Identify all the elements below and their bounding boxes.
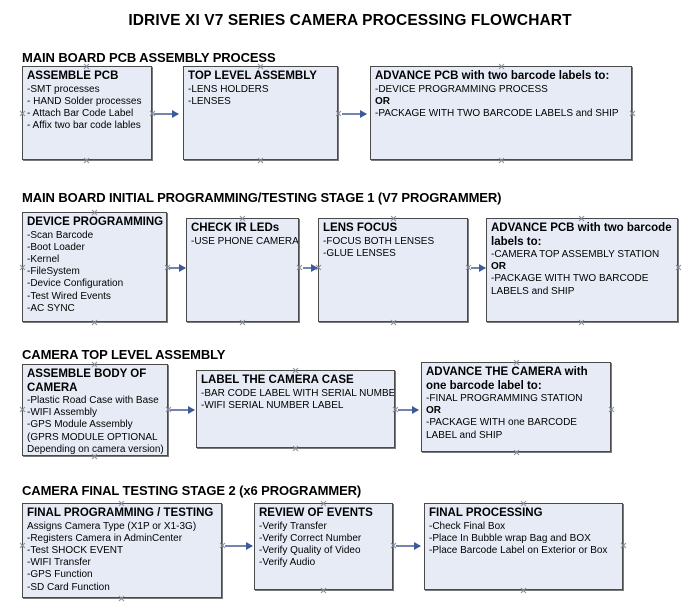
box-lens-focus-content: LENS FOCUS -FOCUS BOTH LENSES -GLUE LENS… xyxy=(319,219,467,262)
box-title: FINAL PROGRAMMING / TESTING xyxy=(27,507,214,519)
box-line: -SMT processes xyxy=(27,83,100,95)
box-lens-focus[interactable]: LENS FOCUS -FOCUS BOTH LENSES -GLUE LENS… xyxy=(318,218,468,322)
box-check-ir-leds[interactable]: CHECK IR LEDs -USE PHONE CAMERA xyxy=(186,218,299,322)
box-line: -Plastic Road Case with Base xyxy=(27,395,159,406)
box-final-processing[interactable]: FINAL PROCESSING -Check Final Box -Place… xyxy=(424,503,623,590)
connector-arrow xyxy=(225,542,253,550)
connector-arrow xyxy=(471,264,486,272)
box-line: -SD Card Function xyxy=(27,581,110,593)
box-advance-pcb-1[interactable]: ADVANCE PCB with two barcode labels to: … xyxy=(370,66,632,160)
box-line: OR xyxy=(491,261,506,273)
box-label-the-camera-case[interactable]: LABEL THE CAMERA CASE -BAR CODE LABEL WI… xyxy=(196,370,395,448)
box-line: -Kernel xyxy=(27,253,60,265)
box-line: -CAMERA TOP ASSEMBLY STATION xyxy=(491,249,660,260)
page-title: IDRIVE XI V7 SERIES CAMERA PROCESSING FL… xyxy=(128,12,572,29)
box-title: TOP LEVEL ASSEMBLY xyxy=(188,70,317,82)
box-line: -DEVICE PROGRAMMING PROCESS xyxy=(375,83,548,95)
box-line: -LENS HOLDERS xyxy=(188,83,269,95)
box-final-programming-testing-content: FINAL PROGRAMMING / TESTING Assigns Came… xyxy=(23,504,221,596)
box-line: -PACKAGE WITH TWO BARCODE LABELS and SHI… xyxy=(491,273,649,297)
section-heading-camera-final-testing: CAMERA FINAL TESTING STAGE 2 (x6 PROGRAM… xyxy=(22,483,362,498)
box-line: -GPS Module Assembly xyxy=(27,419,133,431)
connector-arrow xyxy=(303,264,318,272)
box-line: -FileSystem xyxy=(27,266,80,278)
box-top-level-assembly[interactable]: TOP LEVEL ASSEMBLY -LENS HOLDERS -LENSES xyxy=(183,66,338,160)
box-line: -BAR CODE LABEL WITH SERIAL NUMBER xyxy=(201,387,395,399)
section-heading-camera-top-level-assembly: CAMERA TOP LEVEL ASSEMBLY xyxy=(22,347,226,362)
box-line: -PACKAGE WITH one BARCODE LABEL and SHIP xyxy=(426,417,577,441)
box-line: -Boot Loader xyxy=(27,241,85,253)
box-title: FINAL PROCESSING xyxy=(429,507,543,519)
box-line: -GPS Function xyxy=(27,569,93,581)
box-title: REVIEW OF EVENTS xyxy=(259,507,373,519)
box-line: -FOCUS BOTH LENSES xyxy=(323,235,435,247)
box-line: (GPRS MODULE OPTIONAL xyxy=(27,431,158,443)
connector-arrow xyxy=(398,406,419,414)
box-line: - Attach Bar Code Label xyxy=(27,107,134,119)
box-title: ADVANCE PCB with two barcode labels to: xyxy=(375,70,610,82)
box-advance-pcb-1-content: ADVANCE PCB with two barcode labels to: … xyxy=(371,67,631,122)
box-line: -Check Final Box xyxy=(429,520,506,532)
box-line: - HAND Solder processes xyxy=(27,95,142,107)
box-line: -AC SYNC xyxy=(27,302,75,314)
box-advance-the-camera[interactable]: ADVANCE THE CAMERA with one barcode labe… xyxy=(421,362,611,452)
box-line: -FINAL PROGRAMMING STATION xyxy=(426,393,583,404)
box-line: -Verify Audio xyxy=(259,557,316,569)
box-assemble-body-of-camera[interactable]: ASSEMBLE BODY OF CAMERA -Plastic Road Ca… xyxy=(22,364,168,456)
box-advance-pcb-2[interactable]: ADVANCE PCB with two barcode labels to: … xyxy=(486,218,678,322)
box-line: -USE PHONE CAMERA xyxy=(191,235,299,247)
box-advance-pcb-2-content: ADVANCE PCB with two barcode labels to: … xyxy=(487,219,677,300)
box-line: Depending on camera version) xyxy=(27,443,164,455)
connector-arrow xyxy=(169,264,186,272)
box-line: -Test Wired Events xyxy=(27,290,111,302)
box-advance-the-camera-content: ADVANCE THE CAMERA with one barcode labe… xyxy=(422,363,610,444)
box-title: ADVANCE THE CAMERA with one barcode labe… xyxy=(426,366,588,392)
connector-arrow xyxy=(170,406,195,414)
box-title: LABEL THE CAMERA CASE xyxy=(201,374,354,386)
box-line: -Scan Barcode xyxy=(27,229,94,241)
box-device-programming[interactable]: DEVICE PROGRAMMING -Scan Barcode -Boot L… xyxy=(22,212,167,322)
box-line: -WIFI SERIAL NUMBER LABEL xyxy=(201,399,344,411)
box-line: -WIFI Assembly xyxy=(27,407,98,419)
connector-arrow xyxy=(396,542,421,550)
box-assemble-pcb[interactable]: ASSEMBLE PCB -SMT processes - HAND Solde… xyxy=(22,66,152,160)
box-title: ASSEMBLE BODY OF CAMERA xyxy=(27,368,147,394)
box-line: -Verify Transfer xyxy=(259,520,327,532)
box-line: -Verify Quality of Video xyxy=(259,544,361,556)
box-line: OR xyxy=(375,95,390,107)
box-final-programming-testing[interactable]: FINAL PROGRAMMING / TESTING Assigns Came… xyxy=(22,503,222,598)
box-title: ADVANCE PCB with two barcode labels to: xyxy=(491,222,672,248)
box-line: -Test SHOCK EVENT xyxy=(27,544,124,556)
box-review-of-events[interactable]: REVIEW OF EVENTS -Verify Transfer -Verif… xyxy=(254,503,393,590)
box-line: -Place Barcode Label on Exterior or Box xyxy=(429,544,608,556)
box-line: -LENSES xyxy=(188,95,231,107)
box-top-level-assembly-content: TOP LEVEL ASSEMBLY -LENS HOLDERS -LENSES xyxy=(184,67,337,110)
box-review-of-events-content: REVIEW OF EVENTS -Verify Transfer -Verif… xyxy=(255,504,392,571)
box-line: -Registers Camera in AdminCenter xyxy=(27,532,183,544)
box-device-programming-content: DEVICE PROGRAMMING -Scan Barcode -Boot L… xyxy=(23,213,166,317)
connector-arrow xyxy=(154,110,179,118)
connector-arrow xyxy=(342,110,367,118)
section-heading-main-board-initial-programming: MAIN BOARD INITIAL PROGRAMMING/TESTING S… xyxy=(22,190,502,205)
box-line: OR xyxy=(426,405,441,417)
box-title: LENS FOCUS xyxy=(323,222,398,234)
box-title: CHECK IR LEDs xyxy=(191,222,280,234)
box-title: DEVICE PROGRAMMING xyxy=(27,216,164,228)
box-line: -Place In Bubble wrap Bag and BOX xyxy=(429,532,591,544)
box-final-processing-content: FINAL PROCESSING -Check Final Box -Place… xyxy=(425,504,622,559)
box-assemble-pcb-content: ASSEMBLE PCB -SMT processes - HAND Solde… xyxy=(23,67,151,134)
box-line: -Device Configuration xyxy=(27,278,124,290)
box-assemble-body-of-camera-content: ASSEMBLE BODY OF CAMERA -Plastic Road Ca… xyxy=(23,365,167,455)
box-label-the-camera-case-content: LABEL THE CAMERA CASE -BAR CODE LABEL WI… xyxy=(197,371,394,414)
box-line: - Affix two bar code lables xyxy=(27,120,141,132)
box-line: -GLUE LENSES xyxy=(323,247,396,259)
box-line: Assigns Camera Type (X1P or X1-3G) xyxy=(27,520,197,532)
box-title: ASSEMBLE PCB xyxy=(27,70,119,82)
box-check-ir-leds-content: CHECK IR LEDs -USE PHONE CAMERA xyxy=(187,219,298,250)
box-line: -WIFI Transfer xyxy=(27,557,91,569)
box-line: -Verify Correct Number xyxy=(259,532,362,544)
section-heading-main-board-pcb-assembly: MAIN BOARD PCB ASSEMBLY PROCESS xyxy=(22,50,276,65)
box-line: -PACKAGE WITH TWO BARCODE LABELS and SHI… xyxy=(375,107,619,119)
